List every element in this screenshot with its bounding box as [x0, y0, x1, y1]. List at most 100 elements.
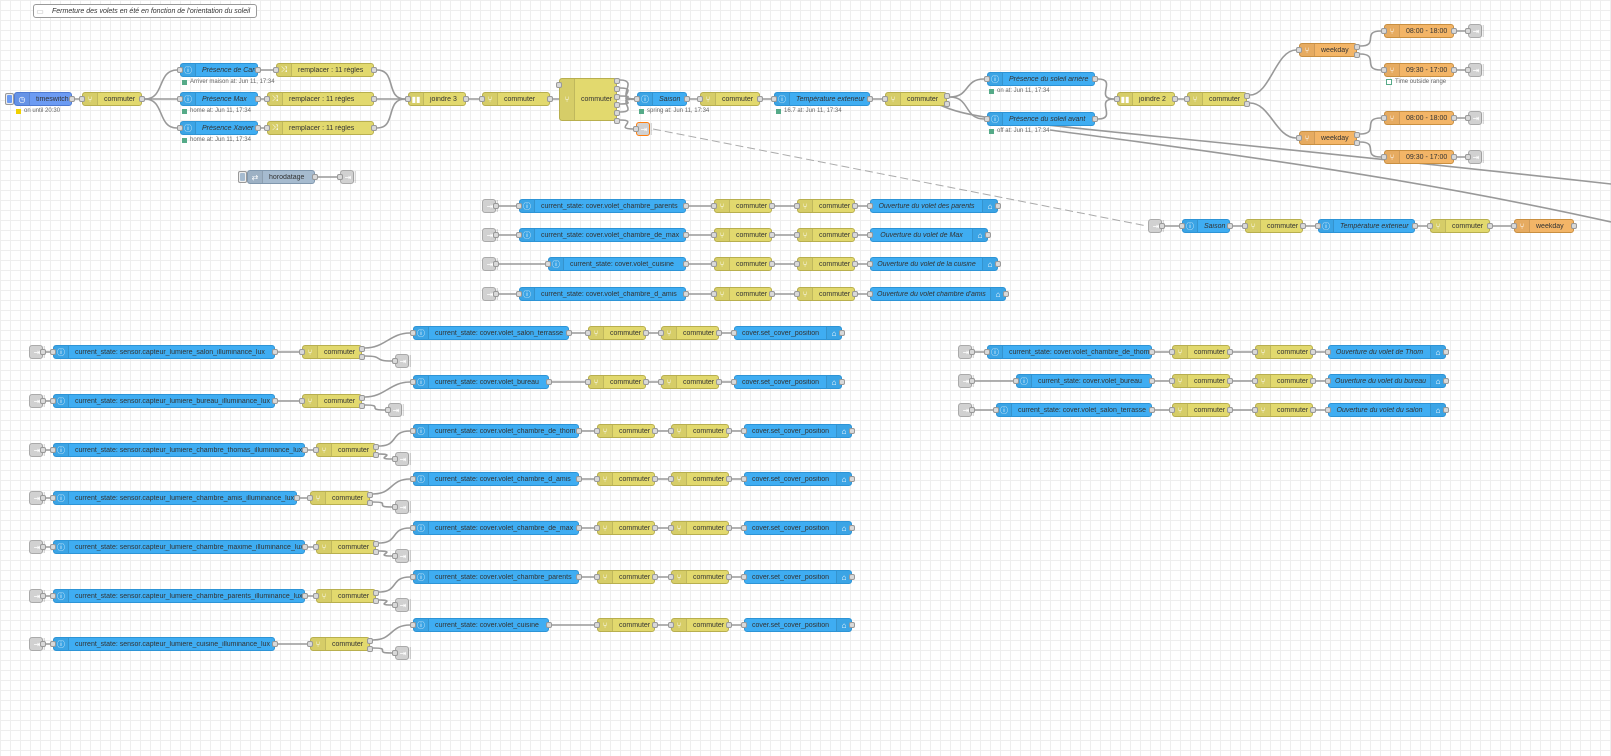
- link-node[interactable]: ⇥: [385, 403, 404, 417]
- input-port[interactable]: [1465, 67, 1471, 73]
- switch-node[interactable]: ⑂commuter: [658, 326, 722, 340]
- output-port[interactable]: [1443, 349, 1449, 355]
- output-port[interactable]: [652, 428, 658, 434]
- output-port[interactable]: [852, 261, 858, 267]
- join-node[interactable]: ▮▮joindre 3: [405, 92, 469, 106]
- weekday-node[interactable]: ⑂weekday: [1511, 219, 1577, 233]
- output-port[interactable]: [769, 232, 775, 238]
- input-port[interactable]: [594, 428, 600, 434]
- output-port[interactable]: [683, 261, 689, 267]
- output-port[interactable]: [1310, 378, 1316, 384]
- input-port[interactable]: [741, 525, 747, 531]
- output-port[interactable]: [139, 96, 145, 102]
- input-port[interactable]: [594, 476, 600, 482]
- input-port[interactable]: [594, 574, 600, 580]
- output-port[interactable]: [255, 67, 261, 73]
- switch-node[interactable]: ⑂commuter: [711, 199, 775, 213]
- input-port[interactable]: [177, 96, 183, 102]
- input-port[interactable]: [410, 476, 416, 482]
- switch-node[interactable]: ⑂commuter: [594, 570, 658, 584]
- switch-node[interactable]: ⑂commuter: [1252, 345, 1316, 359]
- switch-node[interactable]: ⑂commuter: [882, 92, 950, 107]
- cover-service-node[interactable]: Ouverture du volet des parents⌂: [867, 199, 1001, 213]
- output-port[interactable]: [576, 574, 582, 580]
- input-port[interactable]: [1315, 223, 1321, 229]
- output-port[interactable]: [493, 232, 499, 238]
- input-port[interactable]: [385, 407, 391, 413]
- input-port[interactable]: [410, 525, 416, 531]
- output-port[interactable]: [40, 641, 46, 647]
- output-port[interactable]: [40, 593, 46, 599]
- input-port[interactable]: [177, 67, 183, 73]
- output-port[interactable]: [1149, 349, 1155, 355]
- input-port[interactable]: [731, 379, 737, 385]
- input-port[interactable]: [1381, 115, 1387, 121]
- switch-node[interactable]: ⑂commuter: [668, 521, 732, 535]
- output-port[interactable]: [769, 291, 775, 297]
- output-port[interactable]: [849, 428, 855, 434]
- input-port[interactable]: [264, 96, 270, 102]
- output-port[interactable]: [769, 261, 775, 267]
- output-port[interactable]: [757, 96, 763, 102]
- time-range-node[interactable]: ⑂09:30 - 17:00: [1381, 150, 1457, 164]
- output-port[interactable]: [1487, 223, 1493, 229]
- input-port[interactable]: [794, 261, 800, 267]
- link-in-node[interactable]: ⇥: [958, 374, 975, 388]
- link-node[interactable]: ⇥: [392, 452, 411, 466]
- input-port[interactable]: [668, 574, 674, 580]
- link-out-node[interactable]: ⇥: [1465, 111, 1484, 125]
- output-port[interactable]: [367, 638, 373, 644]
- input-port[interactable]: [264, 125, 270, 131]
- link-node[interactable]: ⇥: [392, 354, 411, 368]
- link-out-node[interactable]: ⇥: [633, 122, 652, 136]
- input-port[interactable]: [1511, 223, 1517, 229]
- input-port[interactable]: [585, 330, 591, 336]
- input-port[interactable]: [1465, 28, 1471, 34]
- input-port[interactable]: [711, 203, 717, 209]
- input-port[interactable]: [984, 76, 990, 82]
- input-port[interactable]: [594, 622, 600, 628]
- output-port[interactable]: [839, 379, 845, 385]
- input-port[interactable]: [410, 428, 416, 434]
- inject-button[interactable]: [238, 171, 247, 183]
- input-port[interactable]: [668, 622, 674, 628]
- input-port[interactable]: [1169, 349, 1175, 355]
- output-port[interactable]: [1310, 407, 1316, 413]
- output-port[interactable]: [716, 379, 722, 385]
- input-port[interactable]: [1252, 407, 1258, 413]
- output-port[interactable]: [1354, 44, 1360, 50]
- output-port[interactable]: [272, 349, 278, 355]
- output-port[interactable]: [547, 96, 553, 102]
- output-port[interactable]: [852, 232, 858, 238]
- link-in-node[interactable]: ⇥: [1148, 219, 1165, 233]
- output-port[interactable]: [1571, 223, 1577, 229]
- switch-node[interactable]: ⑂commuter: [594, 521, 658, 535]
- output-port[interactable]: [367, 646, 373, 652]
- link-in-node[interactable]: ⇥: [958, 403, 975, 417]
- output-port[interactable]: [1310, 349, 1316, 355]
- input-port[interactable]: [177, 125, 183, 131]
- output-port[interactable]: [1451, 154, 1457, 160]
- inject-button[interactable]: [5, 93, 14, 105]
- input-port[interactable]: [516, 291, 522, 297]
- cover-service-node[interactable]: Ouverture du volet du salon⌂: [1325, 403, 1449, 417]
- input-port[interactable]: [794, 203, 800, 209]
- output-port[interactable]: [683, 291, 689, 297]
- input-port[interactable]: [50, 447, 56, 453]
- switch-node[interactable]: ⑂commuter: [711, 228, 775, 242]
- input-port[interactable]: [882, 96, 888, 102]
- switch-node[interactable]: ⑂commuter: [307, 637, 373, 652]
- switch-node[interactable]: ⑂commuter: [711, 257, 775, 271]
